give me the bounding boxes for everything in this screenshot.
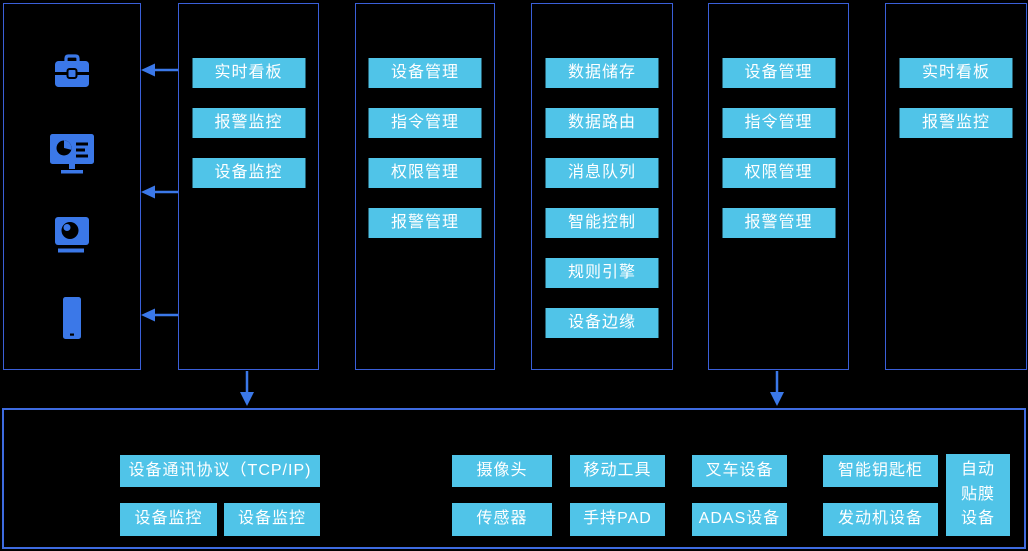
menu-button-permission-management[interactable]: 权限管理 <box>368 158 482 188</box>
panel-management-right: 设备管理 指令管理 权限管理 报警管理 <box>708 3 849 370</box>
menu-button-device-management[interactable]: 设备管理 <box>722 58 835 88</box>
menu-button-device-monitoring[interactable]: 设备监控 <box>192 158 305 188</box>
camera-icon <box>55 217 89 253</box>
panel-iot-core-services: 数据储存 数据路由 消息队列 智能控制 规则引擎 设备边缘 <box>531 3 673 370</box>
menu-button-realtime-dashboard[interactable]: 实时看板 <box>192 58 305 88</box>
menu-button-data-routing[interactable]: 数据路由 <box>545 108 659 138</box>
menu-button-alarm-monitoring[interactable]: 报警监控 <box>899 108 1013 138</box>
button-engine-device[interactable]: 发动机设备 <box>823 503 938 536</box>
menu-button-alarm-management[interactable]: 报警管理 <box>368 208 482 238</box>
button-smart-key-cabinet[interactable]: 智能钥匙柜 <box>823 455 938 487</box>
menu-button-realtime-dashboard[interactable]: 实时看板 <box>899 58 1013 88</box>
button-handheld-pad[interactable]: 手持PAD <box>570 503 665 536</box>
button-mobile-tools[interactable]: 移动工具 <box>570 455 665 487</box>
button-camera-device[interactable]: 摄像头 <box>452 455 552 487</box>
arrow-left-icon <box>141 185 178 199</box>
arrow-down-icon <box>240 371 254 406</box>
monitor-dashboard-icon <box>50 134 94 174</box>
menu-button-data-storage[interactable]: 数据储存 <box>545 58 659 88</box>
button-device-monitoring[interactable]: 设备监控 <box>224 503 320 536</box>
menu-button-device-management[interactable]: 设备管理 <box>368 58 482 88</box>
panel-monitoring-apps-left: 实时看板 报警监控 设备监控 <box>178 3 319 370</box>
arrow-left-icon <box>141 63 178 77</box>
phone-icon <box>63 297 81 339</box>
menu-button-alarm-management[interactable]: 报警管理 <box>722 208 835 238</box>
button-auto-film-device[interactable]: 自动贴膜设备 <box>946 454 1010 536</box>
menu-button-message-queue[interactable]: 消息队列 <box>545 158 659 188</box>
menu-button-permission-management[interactable]: 权限管理 <box>722 158 835 188</box>
panel-management-left: 设备管理 指令管理 权限管理 报警管理 <box>355 3 495 370</box>
menu-button-command-management[interactable]: 指令管理 <box>722 108 835 138</box>
button-adas-device[interactable]: ADAS设备 <box>692 503 787 536</box>
button-device-monitoring[interactable]: 设备监控 <box>120 503 217 536</box>
button-forklift-device[interactable]: 叉车设备 <box>692 455 787 487</box>
menu-button-alarm-monitoring[interactable]: 报警监控 <box>192 108 305 138</box>
toolbox-icon <box>55 54 89 87</box>
menu-button-rule-engine[interactable]: 规则引擎 <box>545 258 659 288</box>
menu-button-device-edge[interactable]: 设备边缘 <box>545 308 659 338</box>
menu-button-intelligent-control[interactable]: 智能控制 <box>545 208 659 238</box>
panel-monitoring-apps-right: 实时看板 报警监控 <box>885 3 1027 370</box>
button-device-protocol-tcpip[interactable]: 设备通讯协议（TCP/IP) <box>120 455 320 487</box>
arrow-left-icon <box>141 308 178 322</box>
button-sensor-device[interactable]: 传感器 <box>452 503 552 536</box>
menu-button-command-management[interactable]: 指令管理 <box>368 108 482 138</box>
arrow-down-icon <box>770 371 784 406</box>
